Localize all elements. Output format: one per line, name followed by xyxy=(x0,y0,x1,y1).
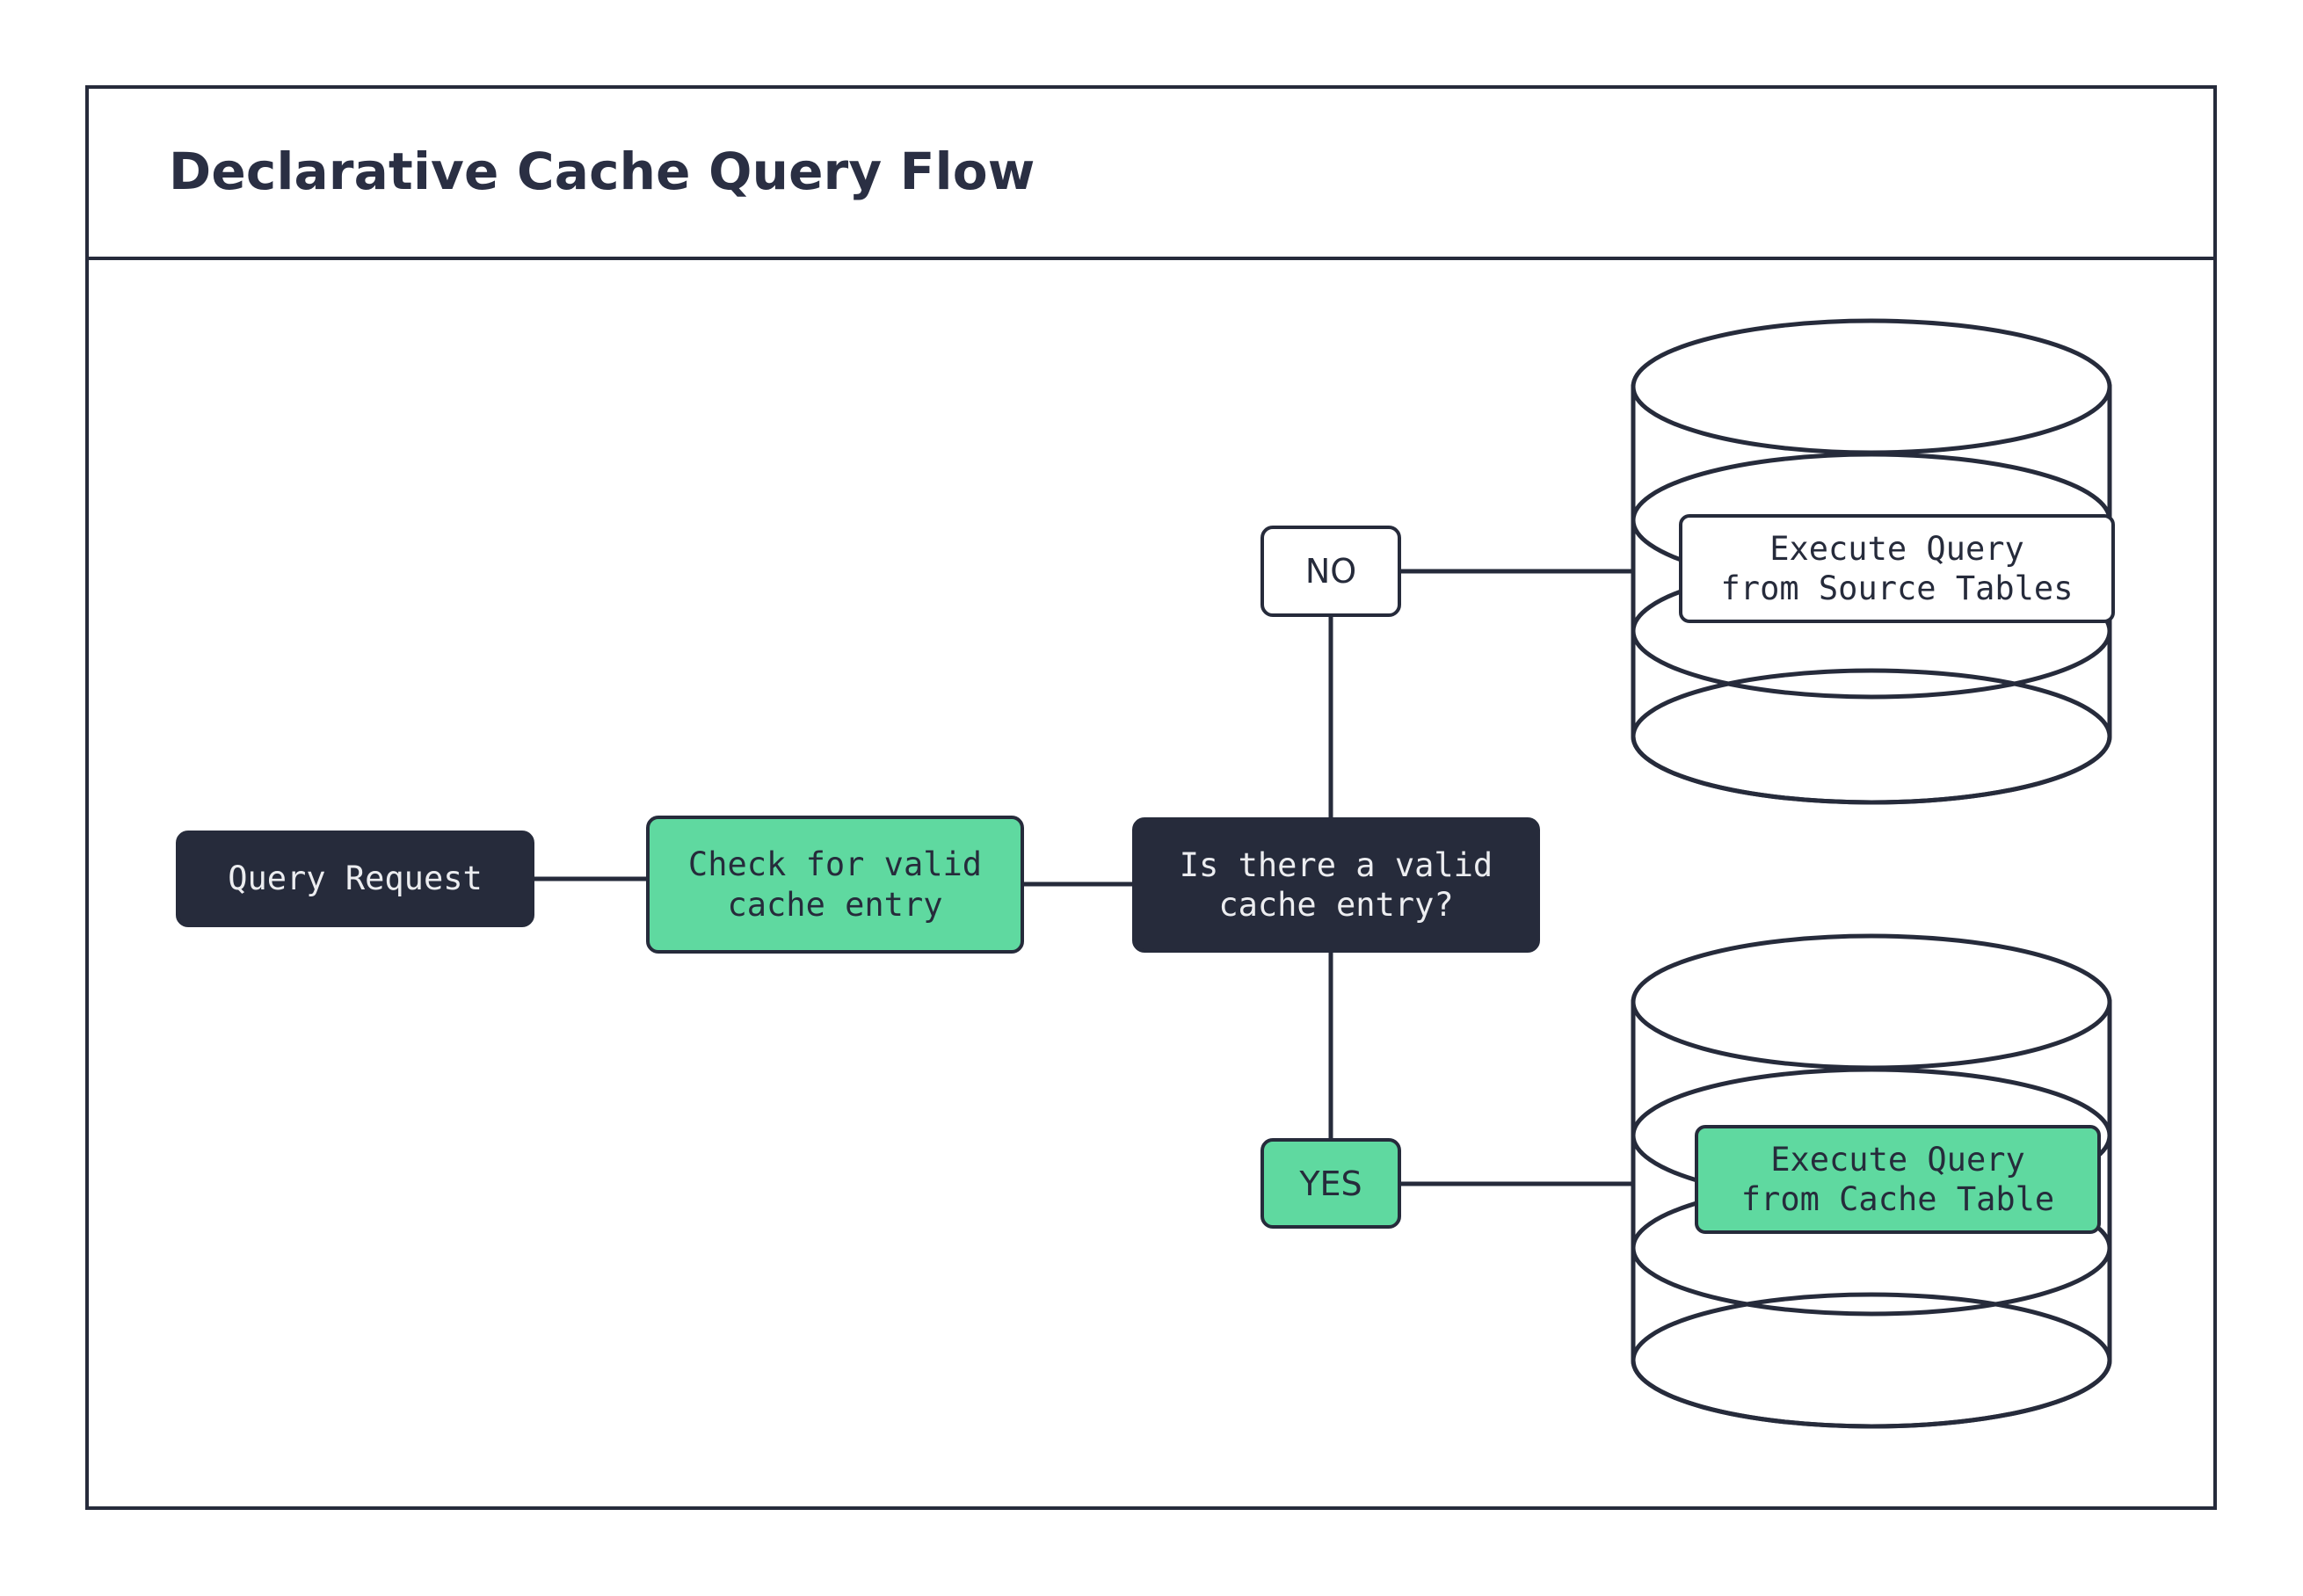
diagram-frame xyxy=(85,85,2217,1510)
page-title: Declarative Cache Query Flow xyxy=(169,141,1035,201)
node-execute-query-from-cache-table[interactable]: Execute Query from Cache Table xyxy=(1695,1125,2101,1234)
node-check-for-valid-cache-entry[interactable]: Check for valid cache entry xyxy=(646,816,1024,954)
node-decision-valid-cache-entry[interactable]: Is there a valid cache entry? xyxy=(1132,817,1540,953)
node-execute-query-from-source-tables[interactable]: Execute Query from Source Tables xyxy=(1679,514,2115,623)
edge-label-yes[interactable]: YES xyxy=(1260,1138,1401,1229)
title-bar: Declarative Cache Query Flow xyxy=(85,85,2217,260)
edge-label-no[interactable]: NO xyxy=(1260,526,1401,617)
node-query-request[interactable]: Query Request xyxy=(176,831,534,927)
